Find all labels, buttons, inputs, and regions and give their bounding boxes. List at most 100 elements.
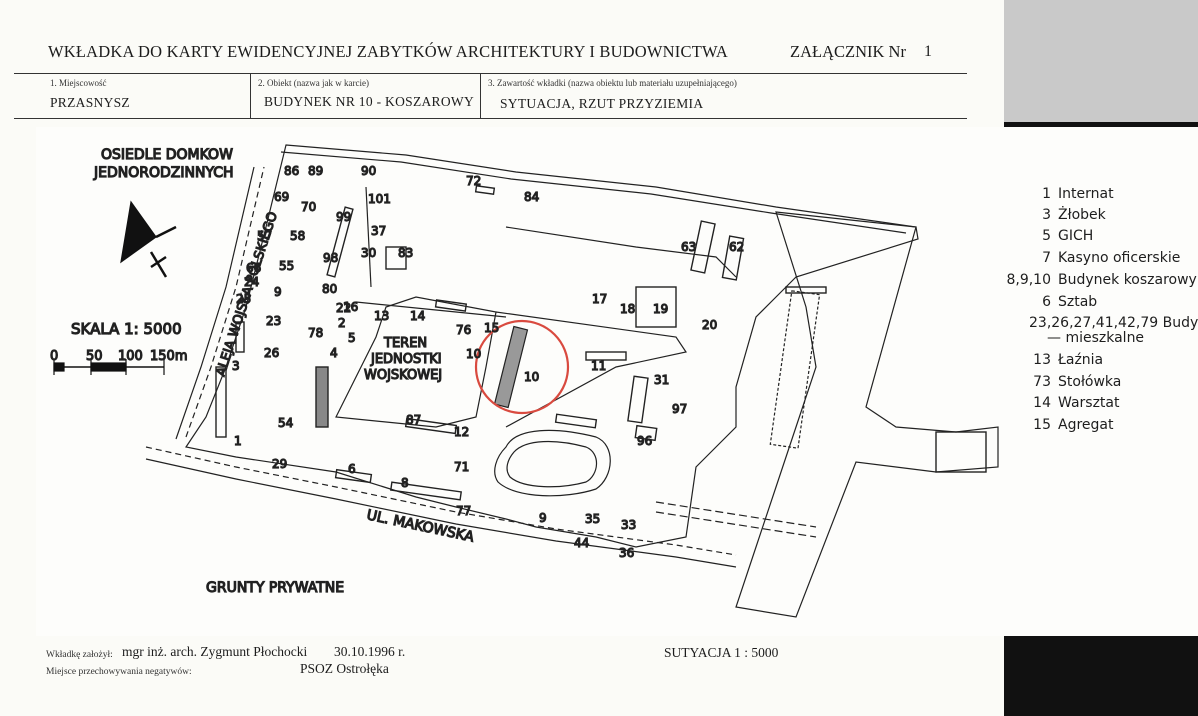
- building-label-57: 57: [257, 229, 272, 243]
- building-outline: [554, 413, 598, 429]
- building-label-23: 23: [266, 314, 281, 328]
- legend-number: 73: [1033, 374, 1051, 390]
- building-label-83: 83: [398, 246, 413, 260]
- building-label-33: 33: [621, 518, 636, 532]
- map-label-unit-3: WOJSKOWEJ: [364, 368, 442, 383]
- internal-road: [505, 226, 737, 278]
- building-label-6: 6: [348, 462, 356, 476]
- internal-road: [495, 311, 687, 428]
- annex-number: 1: [924, 43, 932, 60]
- legend-number: 5: [1042, 228, 1051, 244]
- highlight-circle: [474, 319, 570, 415]
- building-label-36: 36: [619, 546, 634, 560]
- street-makowska: [145, 446, 737, 556]
- field-value-town: PRZASNYSZ: [50, 95, 130, 110]
- site-plan-card: OSIEDLE DOMKOW JEDNORODZINNYCH SKALA 1: …: [36, 127, 1198, 636]
- building-outline: [935, 431, 987, 473]
- building-outline: [315, 366, 329, 428]
- north-arrow: [120, 200, 177, 278]
- building-label-84: 84: [524, 190, 539, 204]
- scale-tick-50: 50: [86, 349, 103, 364]
- document-title: WKŁADKA DO KARTY EWIDENCYJNEJ ZABYTKÓW A…: [48, 42, 729, 61]
- map-label-private-land: GRUNTY PRYWATNE: [206, 580, 344, 596]
- building-label-73: 13: [374, 309, 389, 323]
- building-label-11: 11: [591, 359, 606, 373]
- building-label-12: 12: [454, 425, 469, 439]
- site-boundary-inner: [280, 151, 907, 234]
- sports-track-inner: [506, 440, 598, 488]
- building-label-18: 18: [620, 302, 635, 316]
- scale-tick-150: 150m: [150, 349, 187, 364]
- building-outline: [635, 286, 677, 328]
- legend-text: Stołówka: [1058, 374, 1122, 390]
- building-label-26: 26: [264, 346, 279, 360]
- footer-storage: PSOZ Ostrołęka: [300, 661, 389, 676]
- internal-road: [355, 301, 507, 318]
- building-label-69: 69: [274, 190, 289, 204]
- field-value-object: BUDYNEK NR 10 - KOSZAROWY: [264, 94, 474, 109]
- building-outline: [785, 286, 827, 294]
- scale-bar: [53, 359, 165, 375]
- building-outline: [585, 351, 627, 361]
- field-divider: [250, 73, 251, 119]
- building-label-76: 15: [484, 321, 499, 335]
- field-label-town: 1. Miejscowość: [50, 78, 107, 88]
- legend-text: — mieszkalne: [1047, 330, 1145, 346]
- map-label-housing-2: JEDNORODZINNYCH: [93, 165, 234, 181]
- building-label-30: 30: [361, 246, 376, 260]
- long-barracks: [769, 290, 821, 449]
- annex-label: ZAŁĄCZNIK Nr: [790, 42, 906, 61]
- street-aleja-edge: [175, 166, 255, 440]
- building-label-44: 44: [574, 536, 589, 550]
- building-outline: [334, 468, 373, 484]
- legend-number: 15: [1033, 417, 1051, 433]
- site-boundary: [185, 144, 919, 548]
- building-label-78: 78: [308, 326, 323, 340]
- building-label-35: 35: [585, 512, 600, 526]
- railway-track: [655, 501, 817, 528]
- building-label-9: 9: [539, 511, 547, 525]
- barracks-building-10: [493, 325, 529, 409]
- legend-number: 3: [1042, 207, 1051, 223]
- footer-author: mgr inż. arch. Zygmunt Płochocki: [122, 644, 308, 659]
- site-plan-map: OSIEDLE DOMKOW JEDNORODZINNYCH SKALA 1: …: [49, 144, 999, 618]
- header-rule: [14, 73, 967, 74]
- building-label-22: 22: [336, 301, 351, 315]
- legend-number: 7: [1042, 250, 1051, 266]
- building-outline: [235, 321, 245, 353]
- building-label-77: 77: [456, 504, 471, 518]
- legend-number: 8,9,10: [1006, 272, 1051, 288]
- building-label-70: 70: [301, 200, 316, 214]
- building-label-62: 62: [729, 240, 744, 254]
- legend-text: Sztab: [1058, 294, 1098, 310]
- building-label-24: 24: [244, 275, 259, 289]
- building-label-16: 16: [343, 300, 358, 314]
- field-label-object: 2. Obiekt (nazwa jak w karcie): [258, 78, 369, 88]
- building-label-90: 90: [361, 164, 376, 178]
- building-label-29: 29: [272, 457, 287, 471]
- legend-text: Łaźnia: [1058, 352, 1104, 368]
- legend-text: GICH: [1058, 228, 1094, 244]
- building-label-9b: 9: [274, 285, 282, 299]
- legend-number: 1: [1042, 186, 1051, 202]
- building-label-101: 101: [368, 192, 391, 206]
- building-label-96: 96: [637, 434, 652, 448]
- building-outline: [404, 417, 458, 435]
- building-label-97: 97: [672, 402, 687, 416]
- building-label-98: 98: [323, 251, 338, 265]
- building-label-71: 71: [454, 460, 469, 474]
- building-label-5: 5: [348, 331, 356, 345]
- building-label-10: 10: [524, 370, 539, 384]
- internal-road: [365, 186, 372, 288]
- east-area-outline: [735, 211, 999, 618]
- legend-text: Agregat: [1058, 417, 1114, 433]
- building-label-4: 4: [330, 346, 338, 360]
- scale-tick-0: 0: [50, 349, 58, 364]
- legend-text: Budynek koszarowy: [1058, 272, 1197, 288]
- building-label-13: 14: [410, 309, 425, 323]
- building-outline: [634, 424, 658, 442]
- legend-number: 6: [1042, 294, 1051, 310]
- building-label-72: 72: [466, 174, 481, 188]
- building-label-31: 31: [654, 373, 669, 387]
- building-label-87: 87: [406, 413, 421, 427]
